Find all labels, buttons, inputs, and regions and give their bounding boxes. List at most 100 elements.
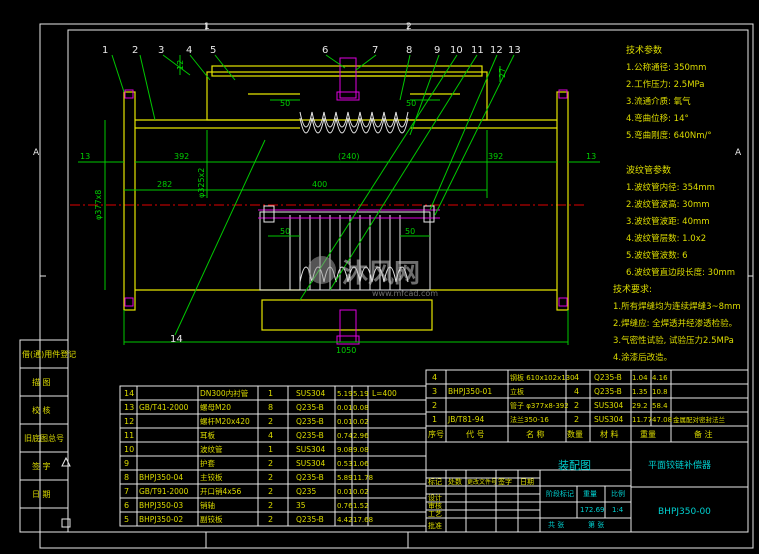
- tech-param-line: 2.工作压力: 2.5MPa: [626, 79, 704, 90]
- bom-cell: 2: [268, 487, 273, 496]
- bellows-params-block: 波纹管参数 1.波纹管内径: 354mm 2.波纹管波高: 30mm 3.波纹管…: [626, 164, 735, 278]
- bom-cell: 2: [268, 417, 273, 426]
- bom-cell: 1: [268, 389, 273, 398]
- dim-label: 13: [586, 152, 596, 161]
- sign-label: 处数: [448, 477, 462, 486]
- zone-letter: A: [735, 148, 742, 158]
- bom-cell: 波纹管: [200, 444, 223, 454]
- bom-cell: 金属配对密封法兰: [673, 415, 726, 424]
- bom-cell: 0.08: [353, 404, 369, 412]
- sign-label: 更改文件号: [467, 478, 497, 486]
- tech-params-title: 技术参数: [626, 44, 662, 56]
- bom-cell: 2: [574, 415, 579, 424]
- bom-cell: 0.02: [353, 488, 369, 496]
- title-block: 装配图 平面铰链补偿器 BHPJ350-00 阶段标记 重量 比例 172.69…: [425, 441, 749, 533]
- bom-cell: 0.53: [337, 460, 353, 468]
- bom-cell: BHPJ350-04: [139, 473, 183, 482]
- dim-label: 50: [405, 227, 415, 236]
- tech-param-line: 4.弯曲位移: 14°: [626, 113, 689, 124]
- bom-cell: 17.68: [353, 516, 373, 524]
- bom-cell: 9.08: [337, 446, 353, 454]
- bom-cell: 58.4: [652, 402, 668, 410]
- bom-cell: 2: [432, 401, 437, 410]
- bom-cell: 9: [124, 459, 129, 468]
- bom-header-cell: 数量: [567, 429, 583, 439]
- balloon-label: 4: [186, 45, 192, 56]
- bom-cell: GB/T41-2000: [139, 403, 189, 412]
- bellows-param-line: 6.波纹管直边段长度: 30mm: [626, 267, 735, 278]
- balloon-label: 5: [210, 45, 216, 56]
- bom-cell: 立板: [510, 387, 524, 396]
- balloon-label: 3: [158, 45, 164, 56]
- dim-label: 12: [176, 60, 185, 70]
- tech-req-line: 2.焊缝应: 全焊透并经渗透检验。: [613, 318, 737, 329]
- dim-label: 392: [488, 152, 503, 161]
- bom-header-cell: 代 号: [466, 429, 485, 439]
- drawing-title: 装配图: [558, 459, 591, 472]
- tech-req-line: 1.所有焊缝均为连续焊缝3~8mm: [613, 301, 741, 312]
- stage-label: 阶段标记: [546, 489, 574, 498]
- bom-header-cell: 序号: [428, 429, 444, 439]
- sign-label: 签字: [498, 477, 512, 486]
- bellows-param-line: 2.波纹管波高: 30mm: [626, 199, 710, 210]
- bom-cell: 2.96: [353, 432, 369, 440]
- bom-cell: 0.76: [337, 502, 353, 510]
- bellows-param-line: 4.波纹管层数: 1.0x2: [626, 233, 706, 244]
- bom-cell: 0.01: [337, 488, 353, 496]
- balloon-label: 11: [471, 45, 484, 56]
- bom-cell: 13: [124, 403, 134, 412]
- balloon-label: 12: [490, 45, 503, 56]
- bom-cell: 4.16: [652, 374, 668, 382]
- bom-cell: 0.01: [337, 418, 353, 426]
- bom-cell: 4: [268, 431, 273, 440]
- tech-req-line: 3.气密性试验, 试验压力2.5MPa: [613, 335, 734, 346]
- balloon-label: 1: [102, 45, 108, 56]
- zone-number: 2: [406, 22, 412, 32]
- balloon-label: 14: [170, 334, 183, 345]
- sign-label: 批准: [428, 521, 442, 530]
- bom-cell: Q235-B: [594, 387, 622, 396]
- sheet-label: 第 张: [588, 520, 604, 529]
- sheet-outer-frame: [39, 23, 754, 549]
- bom-cell: 8: [124, 473, 129, 482]
- bellows-param-line: 1.波纹管内径: 354mm: [626, 182, 715, 193]
- bom-cell: DN300内衬管: [200, 388, 249, 398]
- bom-cell: 3: [432, 387, 437, 396]
- balloon-label: 10: [450, 45, 463, 56]
- dim-label: 13: [80, 152, 90, 161]
- bom-cell: 钢板 610x102x130: [510, 373, 575, 382]
- bom-cell: 7: [124, 487, 129, 496]
- side-label: 旧底图总号: [24, 433, 64, 443]
- bom-cell: 4: [574, 373, 579, 382]
- bom-header-cell: 备 注: [694, 429, 713, 439]
- bom-cell: Q235-B: [296, 473, 324, 482]
- bom-cell: 5.19: [353, 390, 369, 398]
- bom-cell: Q235-B: [296, 431, 324, 440]
- bom-cell: 2: [268, 501, 273, 510]
- watermark-url: www.mfcad.com: [372, 289, 438, 298]
- dim-label: (240): [338, 152, 360, 161]
- side-label: 描 图: [32, 377, 51, 387]
- bom-cell: SUS304: [594, 401, 624, 410]
- bom-cell: SUS304: [594, 415, 624, 424]
- sign-label: 日期: [520, 478, 534, 486]
- bom-cell: SUS304: [296, 459, 326, 468]
- bom-header-cell: 名 称: [526, 429, 545, 439]
- bom-cell: 2: [574, 401, 579, 410]
- bom-cell: 35: [296, 501, 306, 510]
- bom-cell: 0.01: [337, 404, 353, 412]
- bom-cell: Q235: [296, 487, 316, 496]
- sign-label: 审核: [428, 501, 442, 510]
- dim-label: 27: [498, 68, 507, 78]
- balloon-label: 2: [132, 45, 138, 56]
- bom-cell: 2: [268, 473, 273, 482]
